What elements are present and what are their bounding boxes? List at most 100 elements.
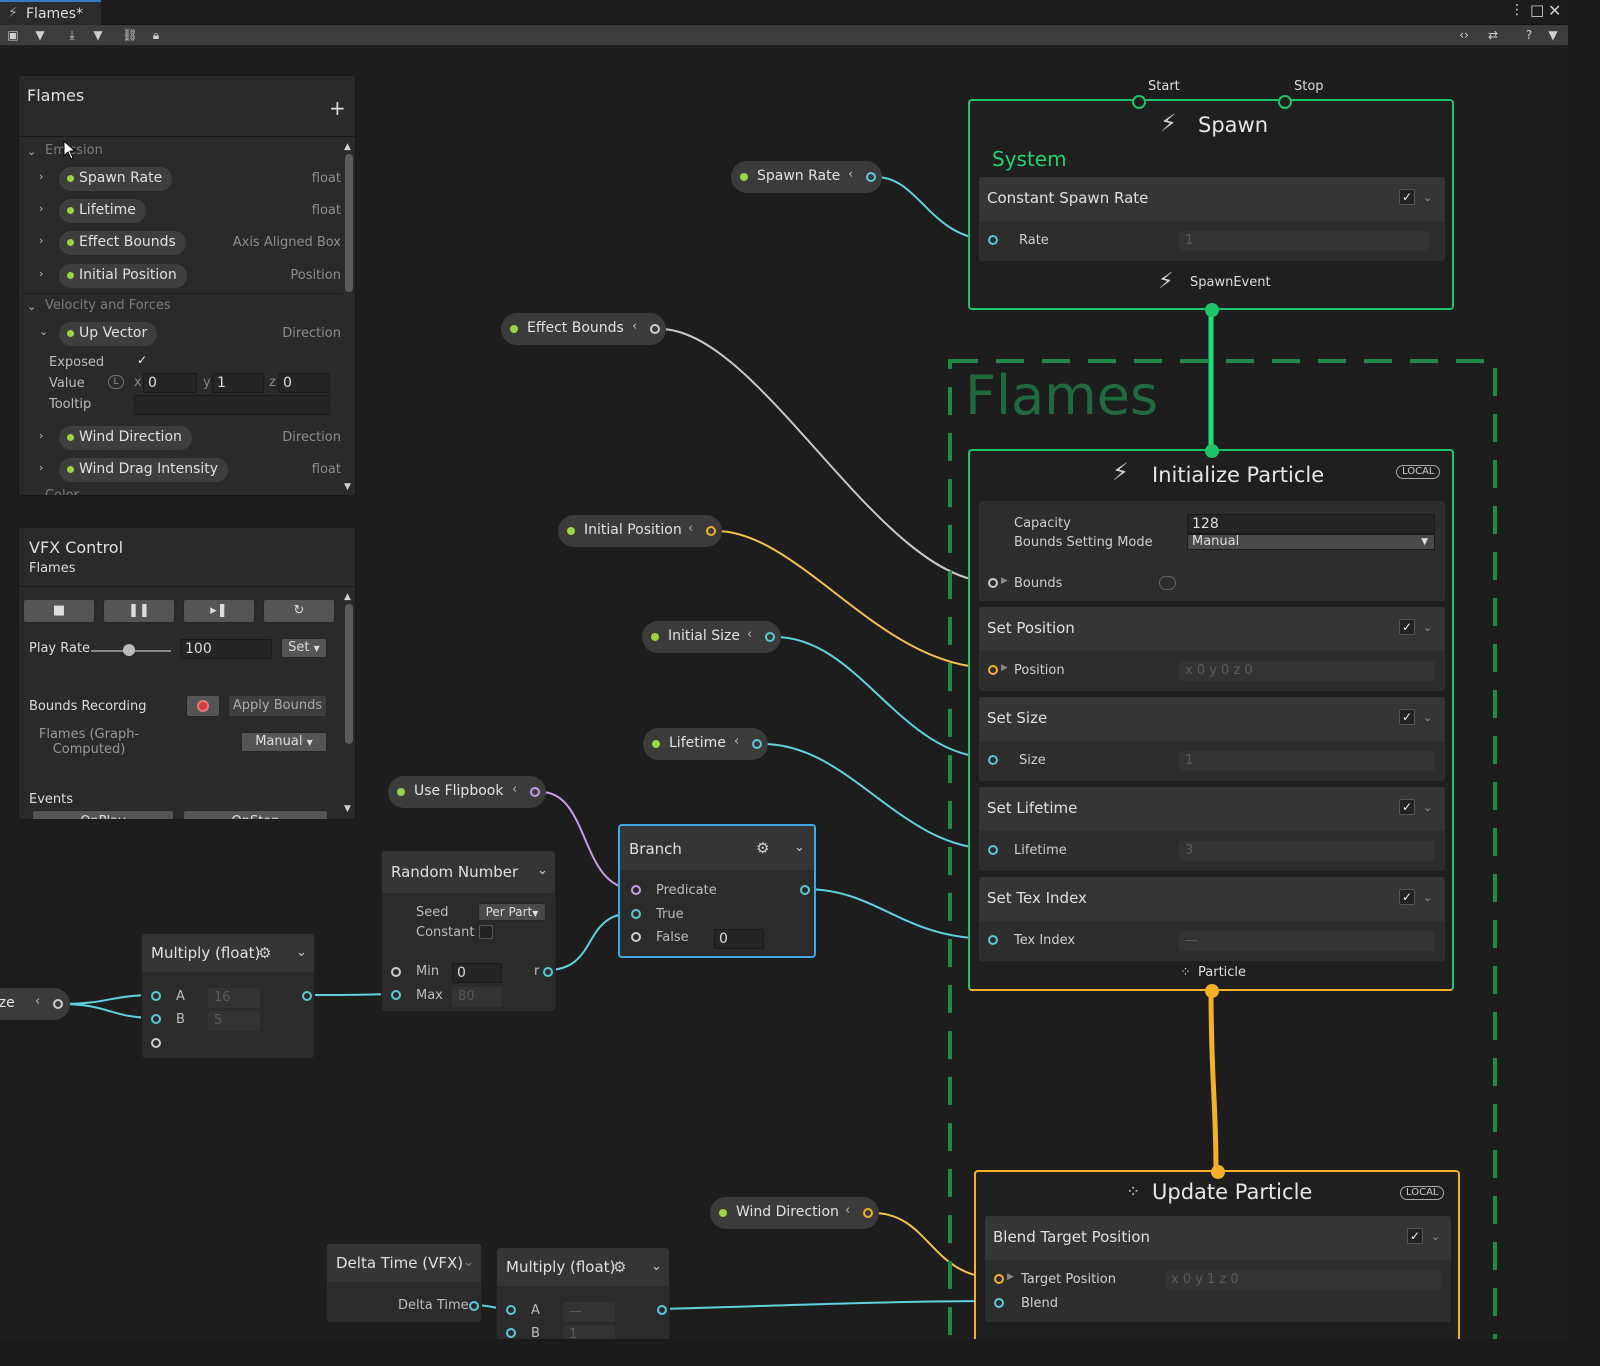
bounds-mode-dropdown[interactable]: Manual▼ bbox=[1187, 534, 1435, 550]
a-value-field[interactable]: — bbox=[563, 1302, 615, 1322]
help-dropdown-icon[interactable]: ▼ bbox=[1546, 27, 1560, 43]
chevron-down-icon[interactable]: ⌄ bbox=[1431, 1230, 1440, 1243]
property-pill-lifetime[interactable]: Lifetime bbox=[59, 199, 146, 223]
output-port[interactable] bbox=[706, 526, 716, 536]
collapse-arrow-icon[interactable]: ‹ bbox=[747, 627, 752, 642]
branch-output-port[interactable] bbox=[800, 885, 810, 895]
block-enabled-checkbox[interactable]: ✓ bbox=[1399, 619, 1415, 635]
position-value-fields[interactable]: x 0 y 0 z 0 bbox=[1179, 661, 1435, 681]
block-constant-spawn-rate[interactable]: Constant Spawn Rate ✓ ⌄ Rate 1 bbox=[979, 177, 1445, 261]
local-space-icon[interactable]: L bbox=[108, 375, 124, 389]
play-rate-field[interactable]: 100 bbox=[180, 639, 272, 659]
help-icon[interactable]: ? bbox=[1520, 27, 1538, 43]
local-space-badge[interactable]: LOCAL bbox=[1396, 465, 1440, 479]
graph-property-size[interactable]: Size ‹ bbox=[0, 988, 70, 1020]
scroll-down-icon[interactable]: ▼ bbox=[344, 804, 351, 814]
multiply-float-node-2[interactable]: Multiply (float) ⚙ ⌄ A — B 1 bbox=[496, 1247, 670, 1339]
block-enabled-checkbox[interactable]: ✓ bbox=[1399, 709, 1415, 725]
true-input-port[interactable] bbox=[631, 909, 641, 919]
chevron-down-icon[interactable]: ⌄ bbox=[463, 1255, 474, 1270]
target-position-input-port[interactable] bbox=[994, 1274, 1004, 1284]
block-enabled-checkbox[interactable]: ✓ bbox=[1407, 1228, 1423, 1244]
chevron-down-icon[interactable]: ⌄ bbox=[537, 863, 548, 878]
random-output-port[interactable] bbox=[543, 967, 553, 977]
multiply-output-port[interactable] bbox=[657, 1305, 667, 1315]
scroll-down-icon[interactable]: ▼ bbox=[344, 482, 351, 492]
property-row-initial-position[interactable]: › Initial Position Position bbox=[19, 261, 349, 291]
lock-icon[interactable]: 🔒︎ bbox=[148, 27, 164, 43]
collapse-arrow-icon[interactable]: ‹ bbox=[845, 1203, 850, 1218]
min-value-field[interactable]: 0 bbox=[452, 963, 502, 983]
tab-flames[interactable]: ⚡ Flames* bbox=[0, 0, 101, 25]
property-row-spawn-rate[interactable]: › Spawn Rate float bbox=[19, 164, 349, 194]
up-vector-y-field[interactable]: 1 bbox=[212, 373, 264, 393]
bounds-input-port[interactable] bbox=[988, 578, 998, 588]
particle-output-port[interactable] bbox=[1205, 984, 1219, 998]
stop-button[interactable]: ■ bbox=[23, 599, 95, 623]
graph-property-initial-size[interactable]: Initial Size ‹ bbox=[642, 621, 781, 653]
property-row-wind-direction[interactable]: › Wind Direction Direction bbox=[19, 423, 349, 453]
expand-triangle-icon[interactable]: ▶ bbox=[1007, 1272, 1014, 1282]
block-set-size[interactable]: Set Size ✓ ⌄ Size 1 bbox=[979, 697, 1445, 781]
step-button[interactable]: ▸❚ bbox=[183, 599, 255, 623]
chevron-down-icon[interactable]: ⌄ bbox=[1423, 191, 1432, 204]
collapse-arrow-icon[interactable]: ‹ bbox=[848, 167, 853, 182]
expand-chevron-icon[interactable]: › bbox=[39, 234, 43, 247]
scrollbar-thumb[interactable] bbox=[345, 604, 353, 744]
blackboard-scrollbar[interactable]: ▲ ▼ bbox=[343, 142, 355, 494]
property-row-up-vector[interactable]: ⌄ Up Vector Direction bbox=[19, 319, 349, 349]
gear-icon[interactable]: ⚙ bbox=[756, 839, 769, 857]
compile-dropdown-icon[interactable]: ▼ bbox=[90, 27, 106, 43]
output-port[interactable] bbox=[530, 787, 540, 797]
scrollbar-thumb[interactable] bbox=[345, 154, 353, 292]
more-options-icon[interactable]: ⋮ bbox=[1510, 2, 1524, 18]
chevron-down-icon[interactable]: ⌄ bbox=[651, 1259, 662, 1274]
size-value-field[interactable]: 1 bbox=[1179, 751, 1435, 771]
target-position-fields[interactable]: x 0 y 1 z 0 bbox=[1165, 1270, 1441, 1290]
expand-chevron-icon[interactable]: › bbox=[39, 429, 43, 442]
false-value-field[interactable]: 0 bbox=[714, 929, 764, 949]
initialize-particle-context[interactable]: ⚡ Initialize Particle LOCAL Capacity 128… bbox=[968, 449, 1454, 991]
add-property-button[interactable]: + bbox=[329, 96, 346, 120]
exposed-checkbox[interactable]: ✓ bbox=[134, 353, 150, 369]
bounds-mode-dropdown[interactable]: Manual ▼ bbox=[241, 732, 327, 752]
blackboard-toggle-icon[interactable]: ⇄ bbox=[1484, 27, 1502, 43]
rate-value-field[interactable]: 1 bbox=[1179, 231, 1429, 251]
output-port[interactable] bbox=[866, 172, 876, 182]
collapse-arrow-icon[interactable]: ‹ bbox=[688, 521, 693, 536]
category-emission-chevron-icon[interactable]: ⌄ bbox=[27, 145, 36, 158]
delta-time-node[interactable]: Delta Time (VFX) ⌄ Delta Time bbox=[326, 1243, 482, 1323]
block-blend-target-position[interactable]: Blend Target Position ✓ ⌄ ▶ Target Posit… bbox=[985, 1216, 1451, 1322]
save-dropdown-icon[interactable]: ▼ bbox=[32, 27, 48, 43]
vfx-control-scrollbar[interactable]: ▲ ▼ bbox=[343, 592, 355, 818]
chevron-down-icon[interactable]: ⌄ bbox=[1423, 801, 1432, 814]
chevron-down-icon[interactable]: ⌄ bbox=[794, 840, 805, 855]
output-port[interactable] bbox=[53, 999, 63, 1009]
max-value-field[interactable]: 80 bbox=[452, 987, 502, 1007]
up-vector-x-field[interactable]: 0 bbox=[143, 373, 197, 393]
graph-property-use-flipbook[interactable]: Use Flipbook ‹ bbox=[388, 776, 546, 808]
min-input-port[interactable] bbox=[391, 967, 401, 977]
output-port[interactable] bbox=[752, 739, 762, 749]
close-icon[interactable]: ✕ bbox=[1548, 1, 1561, 20]
branch-node[interactable]: Branch ⚙ ⌄ Predicate True False 0 bbox=[618, 824, 816, 958]
gear-icon[interactable]: ⚙ bbox=[258, 944, 271, 962]
property-row-lifetime[interactable]: › Lifetime float bbox=[19, 196, 349, 226]
a-value-field[interactable]: 16 bbox=[208, 988, 260, 1008]
expand-triangle-icon[interactable]: ▶ bbox=[1001, 663, 1008, 673]
block-set-lifetime[interactable]: Set Lifetime ✓ ⌄ Lifetime 3 bbox=[979, 787, 1445, 871]
size-input-port[interactable] bbox=[988, 755, 998, 765]
lifetime-value-field[interactable]: 3 bbox=[1179, 841, 1435, 861]
property-pill-initial-position[interactable]: Initial Position bbox=[59, 264, 187, 288]
expand-chevron-icon[interactable]: › bbox=[39, 202, 43, 215]
expand-chevron-icon[interactable]: › bbox=[39, 170, 43, 183]
restart-button[interactable]: ↻ bbox=[263, 599, 335, 623]
property-row-wind-drag-intensity[interactable]: › Wind Drag Intensity float bbox=[19, 455, 349, 485]
onstop-button[interactable]: OnStop bbox=[183, 810, 328, 820]
tex-index-value-field[interactable]: — bbox=[1179, 931, 1435, 951]
chevron-down-icon[interactable]: ⌄ bbox=[296, 945, 307, 960]
false-input-port[interactable] bbox=[631, 932, 641, 942]
collapse-chevron-icon[interactable]: ⌄ bbox=[39, 325, 48, 338]
code-icon[interactable]: ‹› bbox=[1452, 27, 1476, 43]
spawn-context[interactable]: Start Stop ⚡ Spawn System Constant Spawn… bbox=[968, 99, 1454, 310]
